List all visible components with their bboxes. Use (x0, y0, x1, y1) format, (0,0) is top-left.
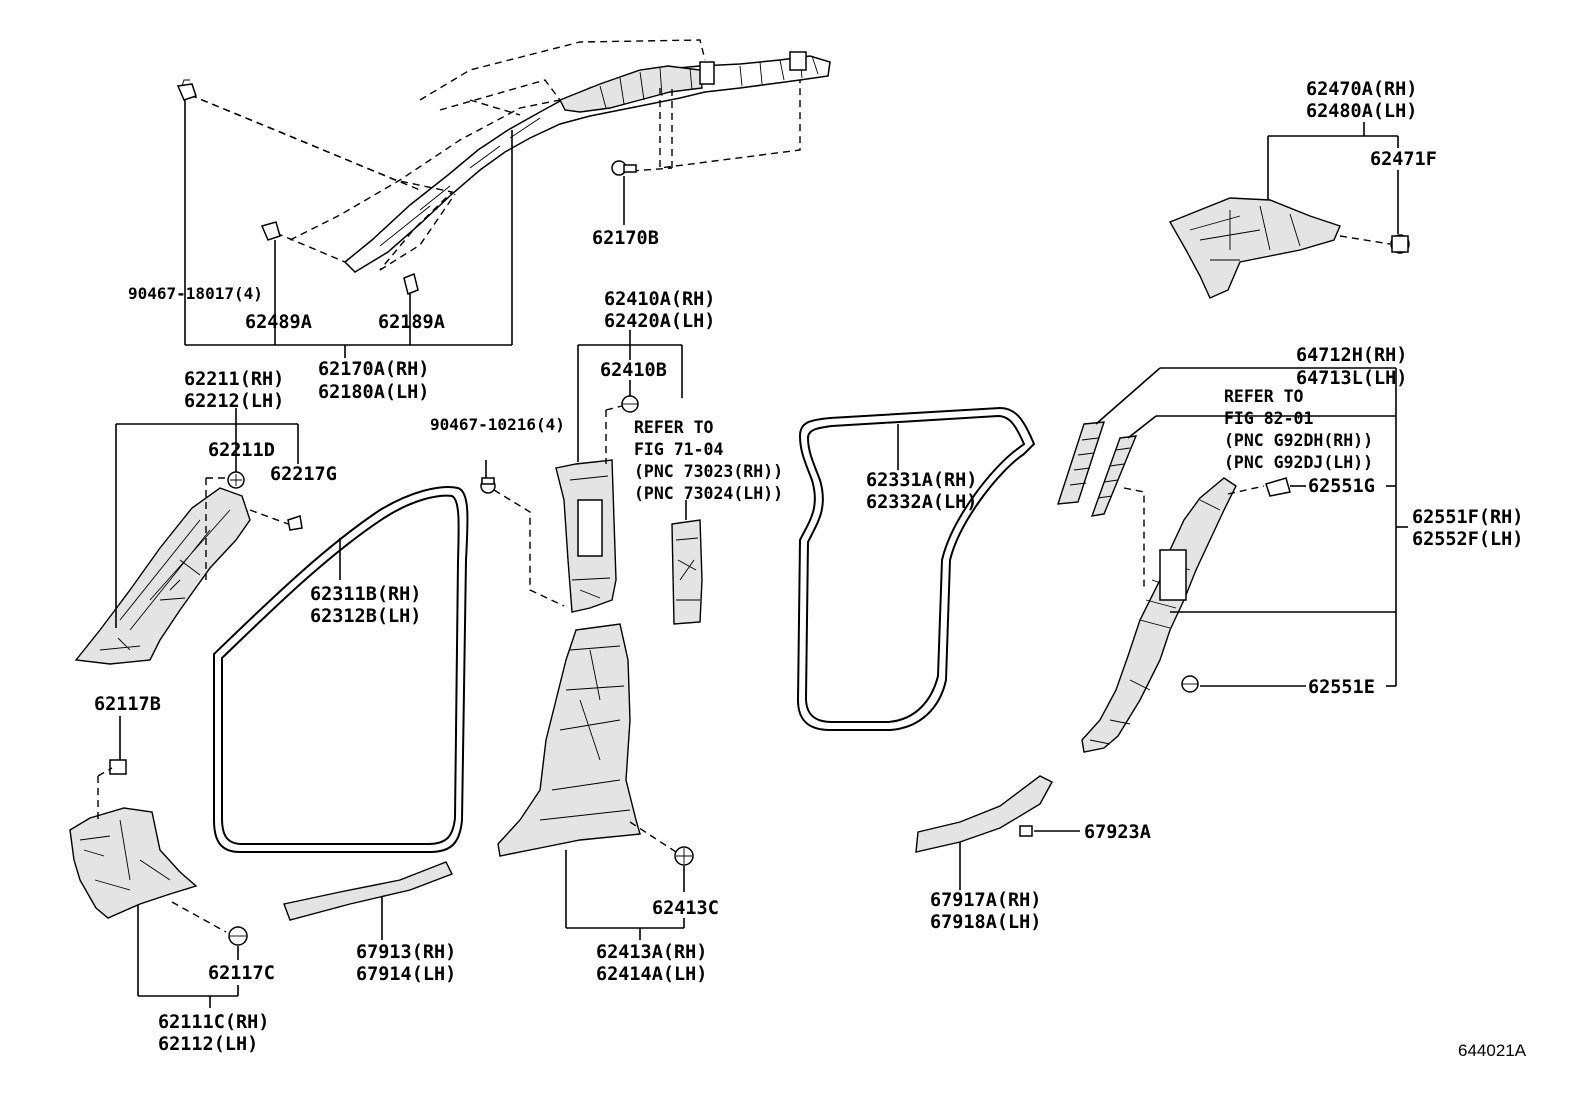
clip-62471f (1390, 234, 1410, 254)
clip-62211d (227, 471, 245, 489)
cowl-side-trim (69, 807, 198, 919)
ref-b-line2: FIG 82-01 (1224, 409, 1313, 428)
clip-62217g (287, 515, 303, 531)
label-62331a-rh: 62331A(RH) (866, 470, 977, 491)
clip-62413c (674, 846, 694, 866)
ref-a-line4: (PNC 73024(LH)) (634, 484, 783, 503)
label-62217g: 62217G (270, 464, 337, 485)
refer-note-fig82: REFER TO FIG 82-01 (PNC G92DH(RH)) (PNC … (1224, 387, 1373, 472)
diagram-code: 644021A (1458, 1041, 1527, 1060)
label-62117c: 62117C (208, 963, 275, 984)
label-62170a-rh: 62170A(RH) (318, 359, 429, 380)
label-62470a-rh: 62470A(RH) (1306, 79, 1417, 100)
clip-62189a (403, 272, 419, 296)
clip-62117c (228, 926, 248, 946)
label-62552f-lh: 62552F(LH) (1412, 529, 1523, 550)
label-62551g: 62551G (1308, 476, 1375, 497)
label-62471f: 62471F (1370, 149, 1437, 170)
label-62413c: 62413C (652, 898, 719, 919)
label-90467-18017: 90467-18017(4) (128, 284, 263, 303)
label-67913-rh: 67913(RH) (356, 942, 456, 963)
clip-62117b (109, 759, 127, 775)
label-62111c-rh: 62111C(RH) (158, 1012, 269, 1033)
label-62180a-lh: 62180A(LH) (318, 382, 429, 403)
clip-62410b (621, 395, 639, 413)
ref-a-line3: (PNC 73023(RH)) (634, 462, 783, 481)
label-62420a-lh: 62420A(LH) (604, 311, 715, 332)
quarter-pillar-garnish (1081, 477, 1237, 753)
label-62551f-rh: 62551F(RH) (1412, 507, 1523, 528)
clip-62551g (1265, 477, 1291, 497)
label-62112-lh: 62112(LH) (158, 1034, 258, 1055)
clip-67923a (1019, 825, 1080, 837)
label-62332a-lh: 62332A(LH) (866, 492, 977, 513)
roof-side-inner-garnish (1168, 197, 1341, 299)
leaders-center-lower (565, 821, 685, 940)
clip-62489a (260, 221, 281, 241)
rear-door-opening-weatherstrip (796, 406, 1036, 731)
roof-side-rail-garnish-assembly (343, 51, 831, 273)
leaders-center-upper (485, 330, 683, 607)
label-62410b: 62410B (600, 360, 667, 381)
label-62413a-rh: 62413A(RH) (596, 942, 707, 963)
clip-62551e (1181, 675, 1199, 693)
bolt-62170b (611, 160, 637, 176)
front-door-scuff-plate (283, 861, 453, 940)
clip-90467-10216 (480, 477, 496, 494)
label-62170b: 62170B (592, 228, 659, 249)
ref-a-line2: FIG 71-04 (634, 440, 723, 459)
clip-90467-18017 (176, 79, 197, 101)
front-pillar-garnish (74, 487, 251, 665)
leaders-front-pillar (115, 408, 299, 628)
leaders-quarter (1123, 368, 1408, 687)
refer-note-fig71: REFER TO FIG 71-04 (PNC 73023(RH)) (PNC … (634, 418, 783, 503)
label-90467-10216: 90467-10216(4) (430, 415, 565, 434)
leaders-upper (184, 100, 625, 358)
label-62211-rh: 62211(RH) (184, 369, 284, 390)
label-67918a-lh: 67918A(LH) (930, 912, 1041, 933)
label-62117b: 62117B (94, 694, 161, 715)
label-62212-lh: 62212(LH) (184, 391, 284, 412)
grille-pieces (1057, 367, 1396, 517)
leaders-cowl (97, 716, 239, 1008)
label-67923a: 67923A (1084, 822, 1151, 843)
label-62189a: 62189A (378, 312, 445, 333)
label-64713l-lh: 64713L(LH) (1296, 368, 1407, 389)
dashed-guides-upper (189, 39, 801, 271)
label-62489a: 62489A (245, 312, 312, 333)
label-62551e: 62551E (1308, 677, 1375, 698)
label-64712h-rh: 64712H(RH) (1296, 345, 1407, 366)
ref-b-line4: (PNC G92DJ(LH)) (1224, 453, 1373, 472)
ref-b-line1: REFER TO (1224, 387, 1304, 406)
rear-door-scuff-plate (915, 775, 1053, 890)
front-door-opening-weatherstrip (213, 486, 469, 853)
label-62312b-lh: 62312B(LH) (310, 606, 421, 627)
label-62311b-rh: 62311B(RH) (310, 584, 421, 605)
label-67917a-rh: 67917A(RH) (930, 890, 1041, 911)
leaders-roof-inner (1267, 122, 1399, 245)
label-62211d: 62211D (208, 440, 275, 461)
label-62480a-lh: 62480A(LH) (1306, 101, 1417, 122)
seat-belt-guide (671, 500, 703, 625)
center-pillar-lower-garnish (497, 623, 641, 857)
ref-b-line3: (PNC G92DH(RH)) (1224, 431, 1373, 450)
center-pillar-upper-garnish (555, 459, 617, 613)
label-62410a-rh: 62410A(RH) (604, 289, 715, 310)
ref-a-line1: REFER TO (634, 418, 714, 437)
label-62414a-lh: 62414A(LH) (596, 964, 707, 985)
label-67914-lh: 67914(LH) (356, 964, 456, 985)
